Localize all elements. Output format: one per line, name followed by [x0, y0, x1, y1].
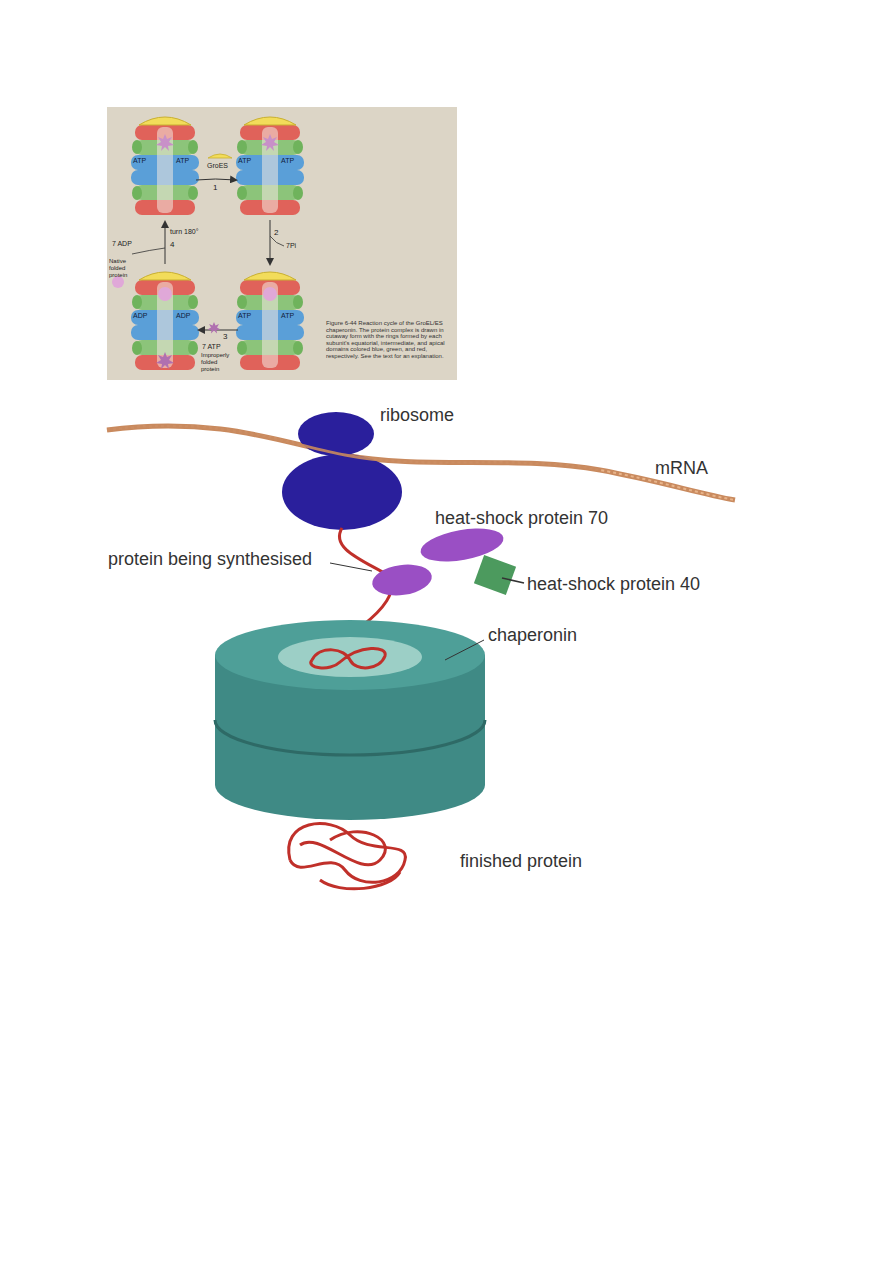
- mrna-front: [107, 426, 600, 470]
- part-label: GroES: [207, 162, 228, 170]
- leader-line: [502, 578, 524, 583]
- nucleotide-label: ADP: [133, 312, 147, 320]
- ribosome-shape: [282, 412, 402, 530]
- mrna-texture: [107, 426, 735, 500]
- nucleotide-label: ATP: [238, 157, 251, 165]
- leader-line: [330, 563, 372, 571]
- part-label: ribosome: [380, 405, 454, 426]
- part-label: chaperonin: [488, 625, 577, 646]
- step-number: 1: [213, 183, 217, 192]
- groel-complexes: [112, 117, 304, 370]
- hsp-shapes: [370, 523, 516, 599]
- nucleotide-label: ATP: [133, 157, 146, 165]
- part-label: heat-shock protein 70: [435, 508, 608, 529]
- chaperonin-shape: [215, 620, 485, 820]
- note-label: turn 180°: [170, 228, 199, 236]
- part-label: finished protein: [460, 851, 582, 872]
- step-number: 3: [223, 332, 227, 341]
- leader-line: [445, 640, 484, 660]
- nucleotide-label: ATP: [176, 157, 189, 165]
- step-number: 2: [274, 228, 278, 237]
- part-label: mRNA: [655, 458, 708, 479]
- finished-protein-shape: [289, 824, 406, 889]
- part-label: protein being synthesised: [108, 549, 312, 570]
- product-label: 7Pi: [286, 242, 296, 250]
- part-label: heat-shock protein 40: [527, 574, 700, 595]
- nucleotide-label: ATP: [281, 312, 294, 320]
- figure-panel: [107, 107, 457, 380]
- protein-label: Native folded protein: [109, 258, 139, 279]
- step-number: 4: [170, 240, 174, 249]
- protein-label: Improperly folded protein: [201, 352, 237, 373]
- figure-caption: Figure 6-44 Reaction cycle of the GroEL/…: [326, 320, 454, 360]
- product-label: 7 ADP: [112, 240, 132, 248]
- nucleotide-label: ATP: [281, 157, 294, 165]
- mrna-strand: [107, 426, 735, 500]
- reactant-label: 7 ATP: [202, 343, 221, 351]
- nucleotide-label: ADP: [176, 312, 190, 320]
- nucleotide-label: ATP: [238, 312, 251, 320]
